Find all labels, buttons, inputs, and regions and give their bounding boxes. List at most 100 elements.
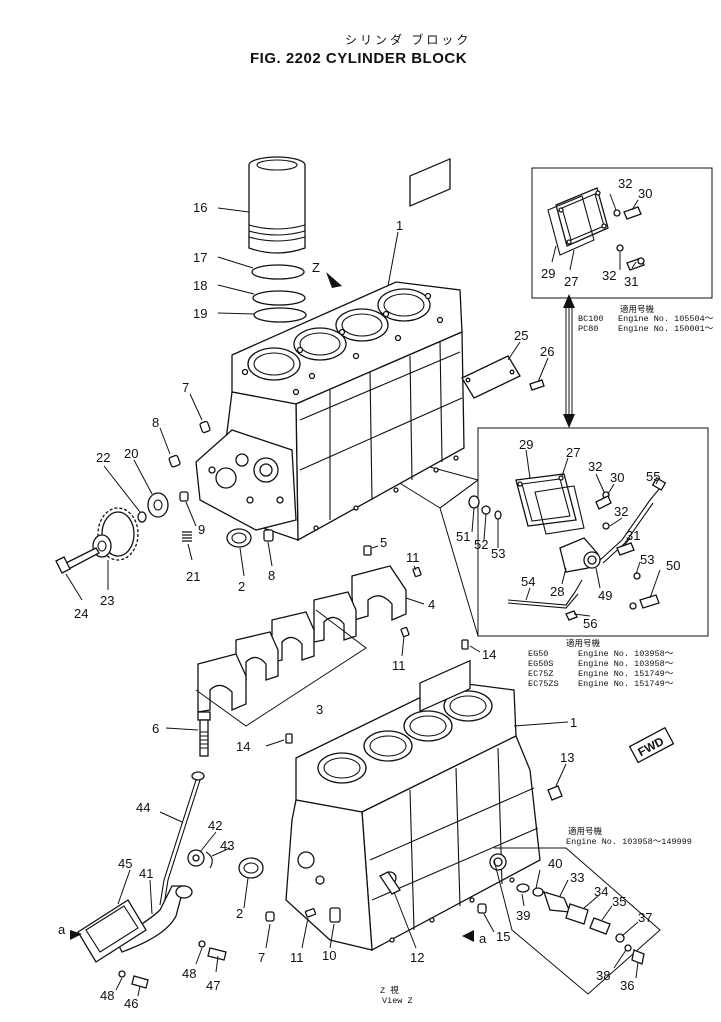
callout-9: 9 — [198, 522, 205, 537]
callout-15: 15 — [496, 929, 510, 944]
callout-6: 6 — [152, 721, 159, 736]
note-engine-number: Engine No. 151749～ — [578, 669, 674, 679]
callout-49: 49 — [598, 588, 612, 603]
callout-42: 42 — [208, 818, 222, 833]
callout-35: 35 — [612, 894, 626, 909]
plug-parts-upper — [168, 420, 274, 548]
note-header: 適用号機 — [568, 826, 603, 837]
applicable-engine-note-lower: 適用号機 Engine No. 103958～149999 — [566, 826, 692, 847]
cylinder-block-upper — [195, 158, 465, 542]
callout-40: 40 — [548, 856, 562, 871]
callout-30: 30 — [638, 186, 652, 201]
callout-31: 31 — [624, 274, 638, 289]
plug-parts-lower — [238, 857, 487, 923]
callout-51: 51 — [456, 529, 470, 544]
note-engine-number: Engine No. 150001～ — [618, 324, 714, 334]
callout-11: 11 — [392, 658, 406, 673]
callout-17: 17 — [193, 250, 207, 265]
callout-54: 54 — [521, 574, 535, 589]
callout-18: 18 — [193, 278, 207, 293]
callout-2: 2 — [236, 906, 243, 921]
callout-24: 24 — [74, 606, 88, 621]
callout-31: 31 — [626, 528, 640, 543]
idler-gear-assembly — [55, 492, 169, 574]
applicable-engine-note-middle: 適用号機 EG50 Engine No. 103958～ EG50S Engin… — [528, 638, 674, 689]
callout-38: 38 — [596, 968, 610, 983]
callout-48: 48 — [182, 966, 196, 981]
callout-29: 29 — [541, 266, 555, 281]
callout-50: 50 — [666, 558, 680, 573]
callout-44: 44 — [136, 800, 150, 815]
callout-1: 1 — [396, 218, 403, 233]
detail-box-upper: 32 30 29 27 32 31 — [531, 167, 713, 299]
callout-33: 33 — [570, 870, 584, 885]
note-model: EC75ZS — [528, 679, 559, 689]
note-model: EG50 — [528, 649, 548, 659]
note-model: EG50S — [528, 659, 554, 669]
callout-32: 32 — [618, 176, 632, 191]
callout-43: 43 — [220, 838, 234, 853]
bolt-part — [613, 206, 645, 271]
cylinder-liner — [248, 156, 307, 323]
applicable-engine-note-upper: 適用号機 BC100 Engine No. 105504～ PC80 Engin… — [578, 304, 714, 334]
cover-plate-part — [547, 187, 609, 256]
callout-14: 14 — [236, 739, 250, 754]
callout-32: 32 — [602, 268, 616, 283]
callout-56: 56 — [583, 616, 597, 631]
callout-26: 26 — [540, 344, 554, 359]
note-engine-number: Engine No. 105504～ — [618, 314, 714, 324]
main-bearing-caps — [195, 545, 422, 727]
note-engine-number: Engine No. 103958～149999 — [566, 837, 692, 847]
fwd-tag: FWD — [628, 726, 675, 764]
callout-34: 34 — [594, 884, 608, 899]
callout-11: 11 — [406, 550, 420, 565]
callout-19: 19 — [193, 306, 207, 321]
callout-2: 2 — [238, 579, 245, 594]
note-engine-number: Engine No. 151749～ — [578, 679, 674, 689]
view-z-mark: Z — [312, 260, 320, 275]
dipstick-assembly — [77, 771, 227, 989]
callout-11: 11 — [290, 950, 304, 965]
callout-46: 46 — [124, 996, 138, 1011]
note-model: PC80 — [578, 324, 598, 334]
callout-30: 30 — [610, 470, 624, 485]
title-japanese: シリンダ ブロック — [345, 32, 471, 47]
note-model: BC100 — [578, 314, 604, 324]
callout-27: 27 — [564, 274, 578, 289]
callout-8: 8 — [268, 568, 275, 583]
arrow-a-lower: a — [479, 931, 487, 946]
callout-27: 27 — [566, 445, 580, 460]
arrow-a-left: a — [58, 922, 66, 937]
callout-13: 13 — [560, 750, 574, 765]
callout-39: 39 — [516, 908, 530, 923]
side-cover-plate — [461, 355, 545, 399]
callout-37: 37 — [638, 910, 652, 925]
figure-title: FIG. 2202 CYLINDER BLOCK — [250, 50, 467, 67]
view-z-arrow — [326, 272, 342, 288]
callout-7: 7 — [258, 950, 265, 965]
callout-48: 48 — [100, 988, 114, 1003]
callout-25: 25 — [514, 328, 528, 343]
callout-53: 53 — [491, 546, 505, 561]
callout-55: 55 — [646, 469, 660, 484]
callout-52: 52 — [474, 537, 488, 552]
callout-1: 1 — [570, 715, 577, 730]
note-engine-number: Engine No. 103958～ — [578, 649, 674, 659]
callout-45: 45 — [118, 856, 132, 871]
cylinder-block-lower — [285, 659, 541, 952]
callout-7: 7 — [182, 380, 189, 395]
note-engine-number: Engine No. 103958～ — [578, 659, 674, 669]
callout-12: 12 — [410, 950, 424, 965]
cap-bolt — [197, 711, 211, 757]
callout-41: 41 — [139, 866, 153, 881]
alternative-arrow — [563, 294, 575, 428]
callout-36: 36 — [620, 978, 634, 993]
detail-box-lower: 29 27 32 30 55 32 31 53 50 49 28 54 56 5… — [329, 427, 709, 637]
callout-32: 32 — [614, 504, 628, 519]
callout-23: 23 — [100, 593, 114, 608]
callout-10: 10 — [322, 948, 336, 963]
callout-4: 4 — [428, 597, 435, 612]
callout-8: 8 — [152, 415, 159, 430]
view-z-caption: View Z — [382, 996, 413, 1006]
note-model: EC75Z — [528, 669, 554, 679]
